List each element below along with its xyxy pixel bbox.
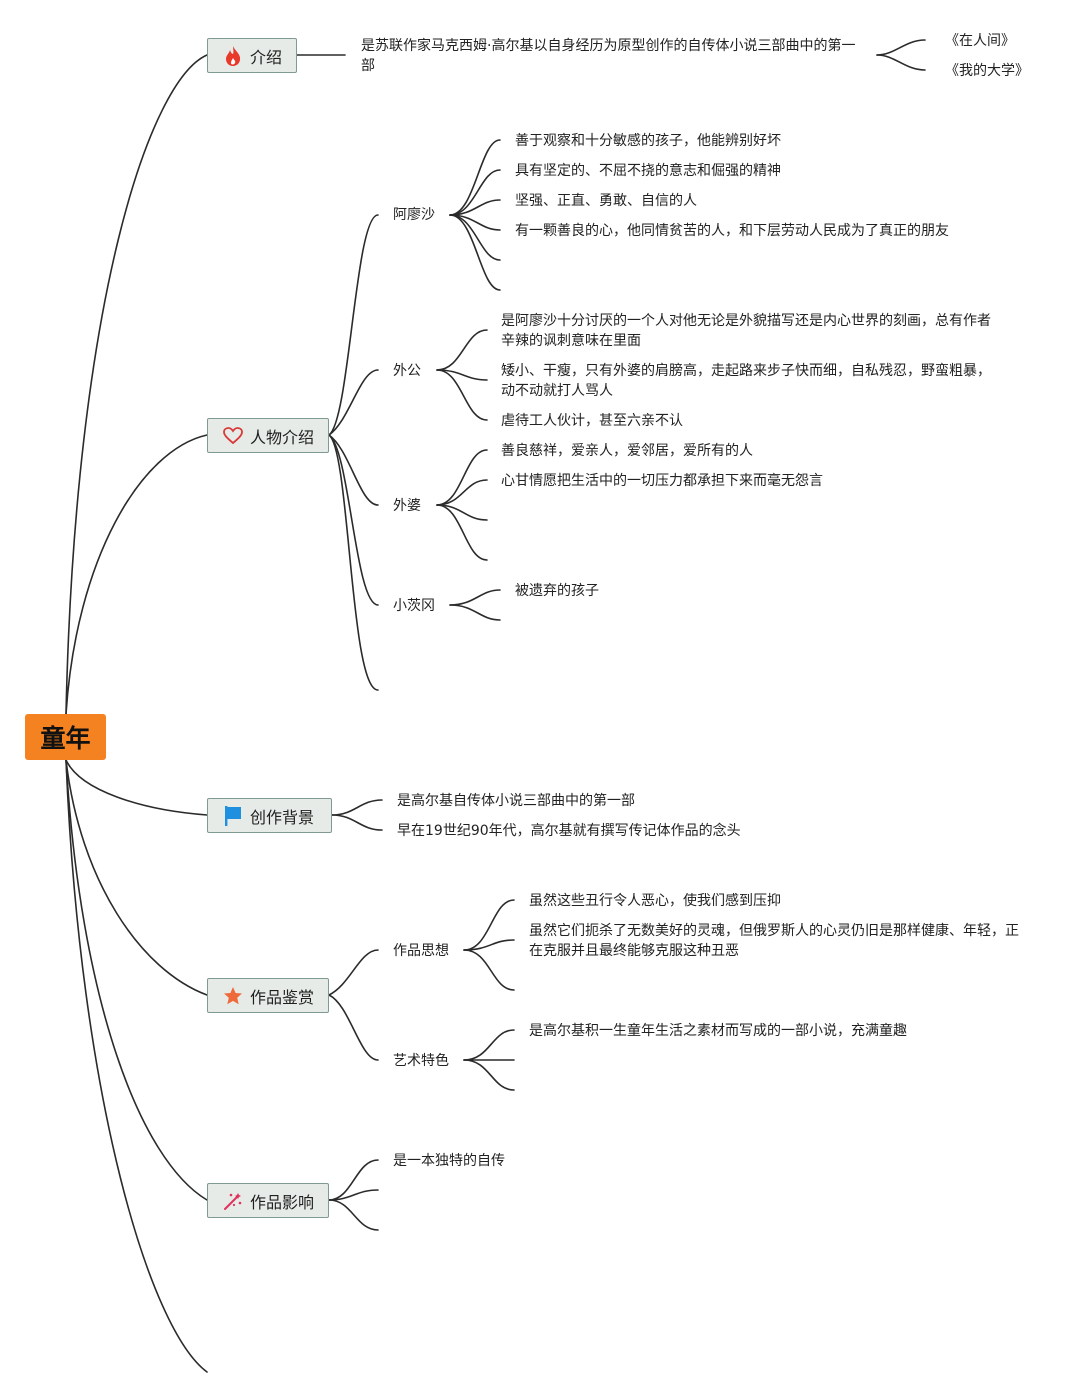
branch-appreciation[interactable]: 作品鉴赏	[207, 978, 329, 1013]
star-icon	[222, 985, 244, 1007]
character-xiaoxianggang[interactable]: 小茨冈	[393, 598, 435, 614]
art-item[interactable]: 是高尔基积一生童年生活之素材而写成的一部小说，充满童趣	[529, 1023, 907, 1039]
trait-item[interactable]: 具有坚定的、不屈不挠的意志和倔强的精神	[515, 163, 781, 179]
branch-appreciation-label: 作品鉴赏	[250, 987, 315, 1007]
background-item[interactable]: 是高尔基自传体小说三部曲中的第一部	[397, 793, 635, 809]
branch-characters[interactable]: 人物介绍	[207, 418, 329, 453]
sparkle-icon	[222, 1190, 244, 1212]
heart-icon	[222, 425, 244, 447]
branch-influence[interactable]: 作品影响	[207, 1183, 329, 1218]
background-item[interactable]: 早在19世纪90年代，高尔基就有撰写传记体作品的念头	[397, 823, 741, 839]
appreciation-art[interactable]: 艺术特色	[393, 1053, 449, 1069]
root-node[interactable]: 童年	[25, 714, 106, 760]
appreciation-thought[interactable]: 作品思想	[393, 943, 449, 959]
branch-intro[interactable]: 介绍	[207, 38, 297, 73]
trait-item[interactable]: 虐待工人伙计，甚至六亲不认	[501, 413, 683, 429]
thought-item[interactable]: 虽然它们扼杀了无数美好的灵魂，但俄罗斯人的心灵仍旧是那样健康、年轻，正在克服并且…	[529, 923, 1019, 959]
character-alyosha[interactable]: 阿廖沙	[393, 207, 435, 223]
branch-characters-label: 人物介绍	[250, 427, 315, 447]
trait-item[interactable]: 有一颗善良的心，他同情贫苦的人，和下层劳动人民成为了真正的朋友	[515, 223, 949, 239]
flag-icon	[222, 805, 244, 827]
branch-influence-label: 作品影响	[250, 1192, 315, 1212]
sequel-item[interactable]: 《在人间》	[945, 33, 1015, 49]
branch-background-label: 创作背景	[250, 807, 315, 827]
trait-item[interactable]: 是阿廖沙十分讨厌的一个人对他无论是外貌描写还是内心世界的刻画，总有作者辛辣的讽刺…	[501, 313, 991, 349]
branch-intro-label: 介绍	[250, 47, 283, 67]
trait-item[interactable]: 坚强、正直、勇敢、自信的人	[515, 193, 697, 209]
character-grandfather[interactable]: 外公	[393, 363, 421, 379]
sequel-item[interactable]: 《我的大学》	[945, 63, 1029, 79]
trait-item[interactable]: 矮小、干瘦，只有外婆的肩膀高，走起路来步子快而细，自私残忍，野蛮粗暴，动不动就打…	[501, 363, 991, 399]
character-grandmother[interactable]: 外婆	[393, 498, 421, 514]
fire-icon	[222, 45, 244, 67]
trait-item[interactable]: 善良慈祥，爱亲人，爱邻居，爱所有的人	[501, 443, 753, 459]
branch-background[interactable]: 创作背景	[207, 798, 332, 833]
intro-text[interactable]: 是苏联作家马克西姆·高尔基以自身经历为原型创作的自传体小说三部曲中的第一部	[361, 38, 856, 74]
influence-item[interactable]: 是一本独特的自传	[393, 1153, 505, 1169]
trait-item[interactable]: 心甘情愿把生活中的一切压力都承担下来而毫无怨言	[501, 473, 823, 489]
thought-item[interactable]: 虽然这些丑行令人恶心，使我们感到压抑	[529, 893, 781, 909]
trait-item[interactable]: 被遗弃的孩子	[515, 583, 599, 599]
trait-item[interactable]: 善于观察和十分敏感的孩子，他能辨别好坏	[515, 133, 781, 149]
